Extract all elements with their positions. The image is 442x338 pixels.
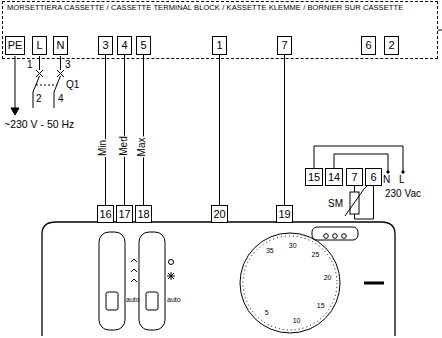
wire <box>284 55 285 205</box>
terminal-box: 20 <box>211 205 228 223</box>
dial-number: 15 <box>317 302 325 309</box>
terminal-box: 15 <box>305 168 323 186</box>
terminal-box: 5 <box>136 36 151 55</box>
terminal-box: 6 <box>365 168 382 186</box>
terminal-number: N <box>57 40 65 51</box>
terminal-number: 17 <box>118 209 130 220</box>
terminal-box: PE <box>5 36 25 55</box>
terminal-box: 19 <box>276 205 293 223</box>
terminal-box: 4 <box>117 36 132 55</box>
terminal-box: L <box>32 36 47 55</box>
terminal-number: 1 <box>216 40 222 51</box>
dial-number: 25 <box>312 251 320 258</box>
terminal-box: N <box>53 36 68 55</box>
terminal-number: 16 <box>99 209 111 220</box>
block-heading: MORSETTIERA CASSETTE / CASSETTE TERMINAL… <box>7 4 403 12</box>
switch-terminal-label: 3 <box>65 60 71 70</box>
terminal-box: 18 <box>135 205 152 223</box>
wire <box>143 55 144 205</box>
speed-label: Max <box>137 136 147 157</box>
terminal-number: 20 <box>213 209 225 220</box>
supply-label: ~230 V - 50 Hz <box>4 119 74 130</box>
terminal-number: 18 <box>137 209 149 220</box>
wire <box>124 55 125 205</box>
dial-number: 35 <box>266 247 274 254</box>
speed-label: Med <box>118 136 128 157</box>
terminal-number: 7 <box>351 172 357 183</box>
terminal-box: 7 <box>346 168 363 186</box>
switch-terminal-label: 2 <box>36 94 42 104</box>
supply-label: SM <box>328 199 343 209</box>
terminal-box: 1 <box>212 36 227 55</box>
terminal-box: 3 <box>98 36 113 55</box>
mode-label: auto <box>126 296 140 303</box>
mode-label: auto <box>167 296 181 303</box>
supply-label: L <box>399 175 405 185</box>
switch-terminal-label: 4 <box>58 94 64 104</box>
terminal-box: 7 <box>277 36 292 55</box>
wire <box>219 55 220 205</box>
terminal-number: L <box>36 40 42 51</box>
dial-number: 20 <box>324 274 332 281</box>
terminal-number: 3 <box>102 40 108 51</box>
dial-number: 30 <box>289 242 297 249</box>
terminal-box: 14 <box>325 168 343 186</box>
dial-number: 5 <box>265 309 269 316</box>
supply-label: 230 Vac <box>385 189 421 199</box>
terminal-number: 5 <box>140 40 146 51</box>
terminal-number: 7 <box>281 40 287 51</box>
terminal-box: 6 <box>361 36 376 55</box>
terminal-box: 17 <box>116 205 133 223</box>
terminal-number: 2 <box>388 40 394 51</box>
supply-label: N <box>383 175 390 185</box>
terminal-number: 6 <box>365 40 371 51</box>
terminal-number: 6 <box>370 172 376 183</box>
terminal-block-frame: MORSETTIERA CASSETTE / CASSETTE TERMINAL… <box>2 1 438 59</box>
terminal-number: 14 <box>328 172 340 183</box>
terminal-box: 2 <box>384 36 399 55</box>
dial-number: 10 <box>293 317 301 324</box>
switch-terminal-label: 1 <box>27 60 33 70</box>
wire <box>105 55 106 205</box>
terminal-number: 4 <box>121 40 127 51</box>
terminal-number: PE <box>8 40 23 51</box>
terminal-number: 15 <box>308 172 320 183</box>
speed-label: Min <box>98 139 108 157</box>
terminal-number: 19 <box>278 209 290 220</box>
switch-terminal-label: Q1 <box>66 80 79 90</box>
terminal-box: 16 <box>97 205 114 223</box>
